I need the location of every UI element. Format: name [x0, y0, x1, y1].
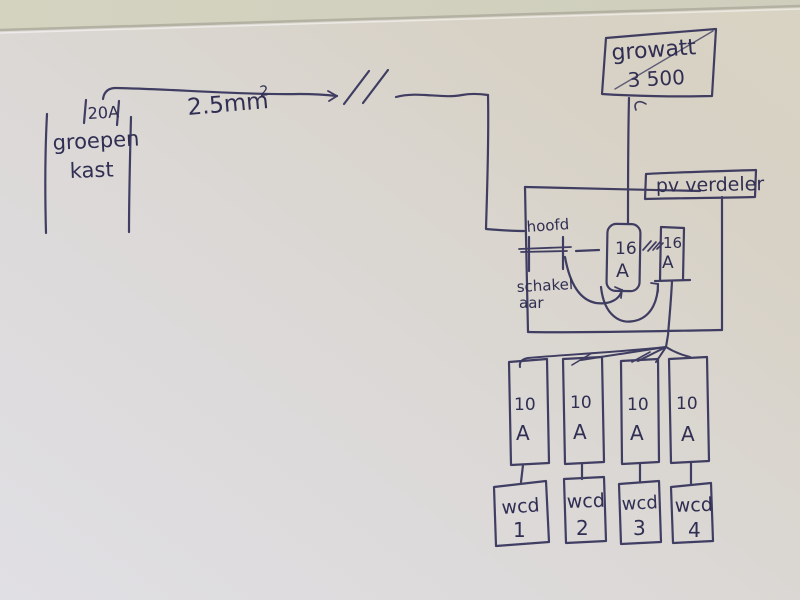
socket-3-label: wcd [621, 492, 658, 515]
breaker-10a-2-amps: 10 [570, 393, 592, 413]
inverter-model-label: 3 500 [627, 65, 685, 92]
cable-arrowhead [327, 90, 338, 102]
socket-1-label: wcd [501, 494, 540, 519]
groepen-kast-panel [44, 98, 133, 235]
fuse-20a-label: 20A [87, 102, 119, 123]
breaker-16a-1 [605, 222, 642, 293]
breaker-10a-1 [507, 357, 551, 484]
breaker-16a-2 [653, 225, 692, 349]
breaker-10a-1-amps: 10 [514, 395, 536, 415]
breaker-link-hatching [642, 240, 664, 252]
cable-break-marks [342, 68, 390, 106]
hoofdschakelaar-symbol [518, 235, 601, 273]
socket-wcd-3 [617, 479, 663, 546]
breaker-10a-2 [561, 355, 606, 481]
socket-wcd-4 [669, 481, 715, 545]
breaker2-down-wire [664, 279, 674, 349]
growatt-output-wire [626, 96, 631, 225]
paper-sheet [0, 4, 800, 600]
small-curl-mark [634, 101, 647, 111]
breaker-16a-2-unit: A [662, 253, 674, 273]
breaker-16a-1-amps: 16 [615, 239, 637, 259]
switch-wire-loop [563, 255, 624, 305]
socket-wcd-1 [492, 479, 551, 548]
inverter-name-label: growatt [611, 35, 698, 66]
breaker-10a-4-unit: A [681, 422, 695, 446]
breaker-10a-2-unit: A [573, 420, 587, 444]
groepen-label: groepen [52, 126, 140, 155]
breaker-16a-2-amps: 16 [663, 234, 682, 252]
aar-label: aar [519, 294, 544, 312]
breaker-10a-4 [667, 355, 711, 486]
breaker-10a-1-unit: A [516, 421, 530, 445]
hoofd-label: hoofd [526, 215, 570, 236]
kast-label: kast [69, 157, 114, 183]
socket-3-number: 3 [633, 516, 646, 540]
breaker-16a-1-unit: A [616, 260, 629, 282]
switch-to-breaker-dash [574, 248, 601, 253]
pv-verdeler-label-box [643, 168, 758, 201]
breaker-10a-3-unit: A [630, 421, 644, 445]
socket-1-number: 1 [513, 518, 526, 542]
schakel-label: schakel [516, 275, 573, 296]
breaker-10a-3 [619, 357, 661, 484]
socket-2-number: 2 [576, 516, 589, 540]
growatt-inverter-box [600, 27, 718, 225]
socket-4-label: wcd [674, 494, 713, 517]
grid-cable [101, 68, 526, 233]
fuse-20a-right-bar [115, 99, 121, 127]
cable-size-exponent: 2 [259, 83, 269, 100]
breaker-10a-4-amps: 10 [676, 394, 698, 414]
socket-2-label: wcd [566, 490, 605, 513]
pv-verdeler-enclosure [523, 185, 724, 334]
growatt-diagonal-line [614, 30, 714, 90]
breaker-10a-3-amps: 10 [627, 395, 649, 415]
socket-4-number: 4 [688, 518, 701, 542]
fuse-20a-left-bar [82, 98, 88, 125]
pv-verdeler-label: pv verdeler [656, 173, 765, 197]
breaker-wire-loop [599, 282, 660, 323]
socket-wcd-2 [562, 475, 608, 545]
